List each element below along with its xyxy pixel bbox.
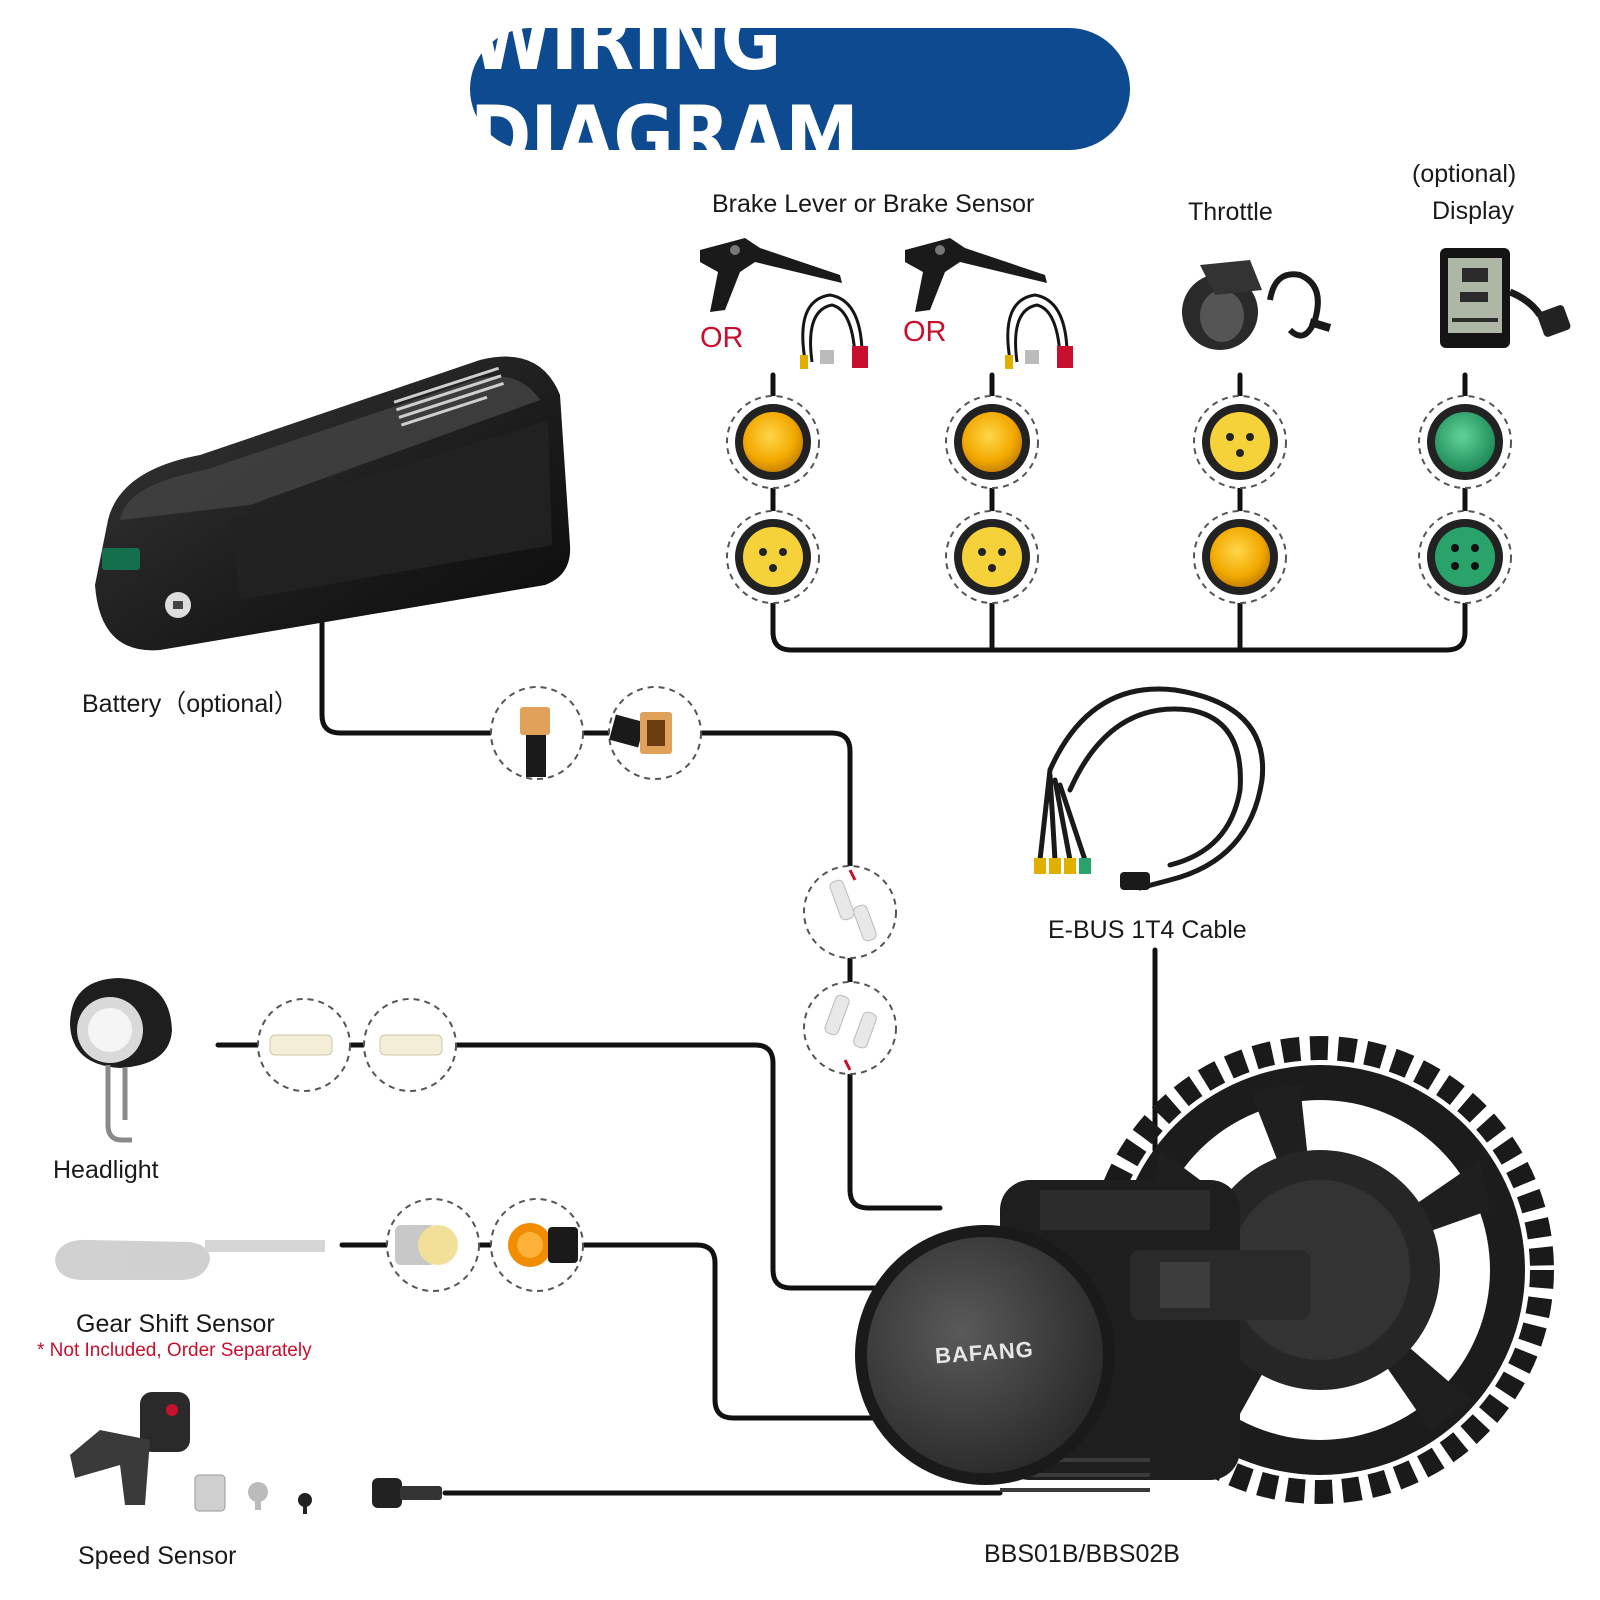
- battery-label-icon: [393, 366, 505, 427]
- throttle-label: Throttle: [1188, 198, 1273, 226]
- wire-pwr-motor: [847, 1067, 943, 1211]
- battery-label: Battery（optional）: [82, 690, 299, 718]
- wire-bus: [770, 597, 1468, 653]
- connector-display-female: [1418, 395, 1512, 489]
- connector-power-upper: [803, 865, 897, 959]
- wire-battery: [319, 605, 493, 736]
- motor-model-label: BBS01B/BBS02B: [984, 1540, 1180, 1568]
- gear-shift-note: * Not Included, Order Separately: [37, 1340, 312, 1361]
- wires: [215, 372, 1468, 1496]
- brake-sensor-cable-1: [800, 293, 868, 369]
- connector-display-male: [1418, 510, 1512, 604]
- ebus-label: E-BUS 1T4 Cable: [1048, 916, 1247, 944]
- battery-indicator-icon: [102, 548, 140, 570]
- wire-headlight-motor: [452, 1042, 883, 1291]
- page-title: WIRING DIAGRAM: [470, 0, 859, 186]
- connector-xt60-male: [608, 686, 702, 780]
- brake-lever-2: [905, 238, 1047, 312]
- or-label-2: OR: [903, 316, 947, 348]
- wire-gear-motor: [579, 1242, 883, 1421]
- display-optional-label: (optional): [1412, 160, 1517, 188]
- brake-label: Brake Lever or Brake Sensor: [712, 190, 1035, 218]
- connector-xt60-female: [490, 686, 584, 780]
- gear-shift-sensor-illustration: [55, 1239, 325, 1280]
- headlight-illustration: [70, 978, 172, 1143]
- wire-xt60-down: [697, 730, 853, 873]
- battery-illustration: [95, 356, 571, 651]
- connector-gear-b: [490, 1198, 584, 1292]
- connector-gear-a: [386, 1198, 480, 1292]
- ebus-cable-illustration: [1034, 686, 1266, 891]
- connector-brake1-female: [726, 395, 820, 489]
- brake-sensor-cable-2: [1005, 293, 1073, 369]
- connector-brake2-female: [945, 395, 1039, 489]
- connector-throttle-male: [1193, 395, 1287, 489]
- display-illustration: [1440, 248, 1571, 348]
- connector-throttle-female: [1193, 510, 1287, 604]
- display-label: Display: [1432, 197, 1514, 225]
- connector-headlight-b: [363, 998, 457, 1092]
- throttle-illustration: [1182, 260, 1332, 350]
- title-banner: WIRING DIAGRAM: [470, 0, 1130, 185]
- connector-power-lower: [803, 981, 897, 1075]
- speed-sensor-label: Speed Sensor: [78, 1542, 237, 1570]
- gear-shift-label: Gear Shift Sensor: [76, 1310, 275, 1338]
- speed-sensor-illustration: [70, 1392, 312, 1514]
- brake-lever-1: [700, 238, 842, 312]
- speed-sensor-plug-icon: [372, 1478, 442, 1508]
- headlight-label: Headlight: [53, 1156, 159, 1184]
- motor-illustration: [855, 1036, 1554, 1504]
- or-label-1: OR: [700, 322, 744, 354]
- connector-brake2-male: [945, 510, 1039, 604]
- connector-headlight-a: [257, 998, 351, 1092]
- connector-brake1-male: [726, 510, 820, 604]
